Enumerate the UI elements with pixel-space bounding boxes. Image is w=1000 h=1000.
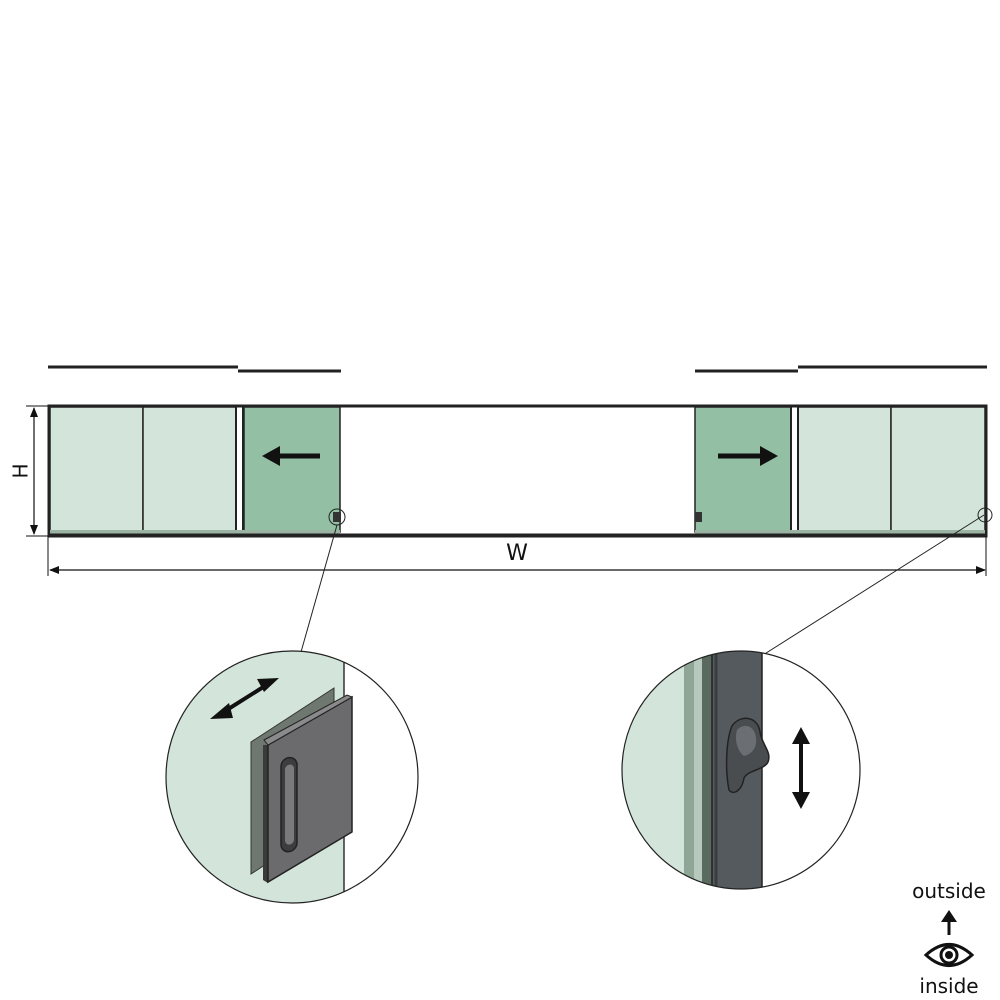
sliding-panel-right bbox=[694, 406, 792, 533]
up-arrow-icon bbox=[941, 910, 957, 935]
double-arrow-vertical-icon bbox=[792, 727, 810, 809]
fixed-panel-left-1 bbox=[49, 406, 144, 533]
fixed-panel-right-2 bbox=[890, 406, 986, 533]
arrow-left-icon bbox=[262, 446, 320, 466]
width-dimension bbox=[47, 536, 987, 576]
detail-flush-handle bbox=[165, 650, 419, 904]
height-label: H bbox=[9, 463, 33, 478]
outside-label: outside bbox=[912, 879, 986, 903]
top-track-left bbox=[48, 365, 341, 373]
leader-line-left bbox=[300, 524, 338, 653]
fixed-panel-right-1 bbox=[797, 406, 892, 533]
top-track-right bbox=[695, 365, 987, 373]
height-dimension bbox=[26, 405, 48, 537]
arrow-right-icon bbox=[718, 446, 778, 466]
handle-marker-left bbox=[333, 512, 341, 522]
detail-frame-latch bbox=[621, 650, 861, 890]
fixed-panel-left-2 bbox=[142, 406, 237, 533]
leader-line-right bbox=[762, 514, 985, 656]
inside-label: inside bbox=[919, 974, 978, 998]
sliding-panel-left bbox=[243, 406, 341, 533]
double-arrow-diagonal-icon bbox=[210, 678, 279, 719]
width-label: W bbox=[506, 541, 528, 566]
eye-icon bbox=[923, 943, 975, 967]
handle-marker-right bbox=[695, 512, 702, 522]
